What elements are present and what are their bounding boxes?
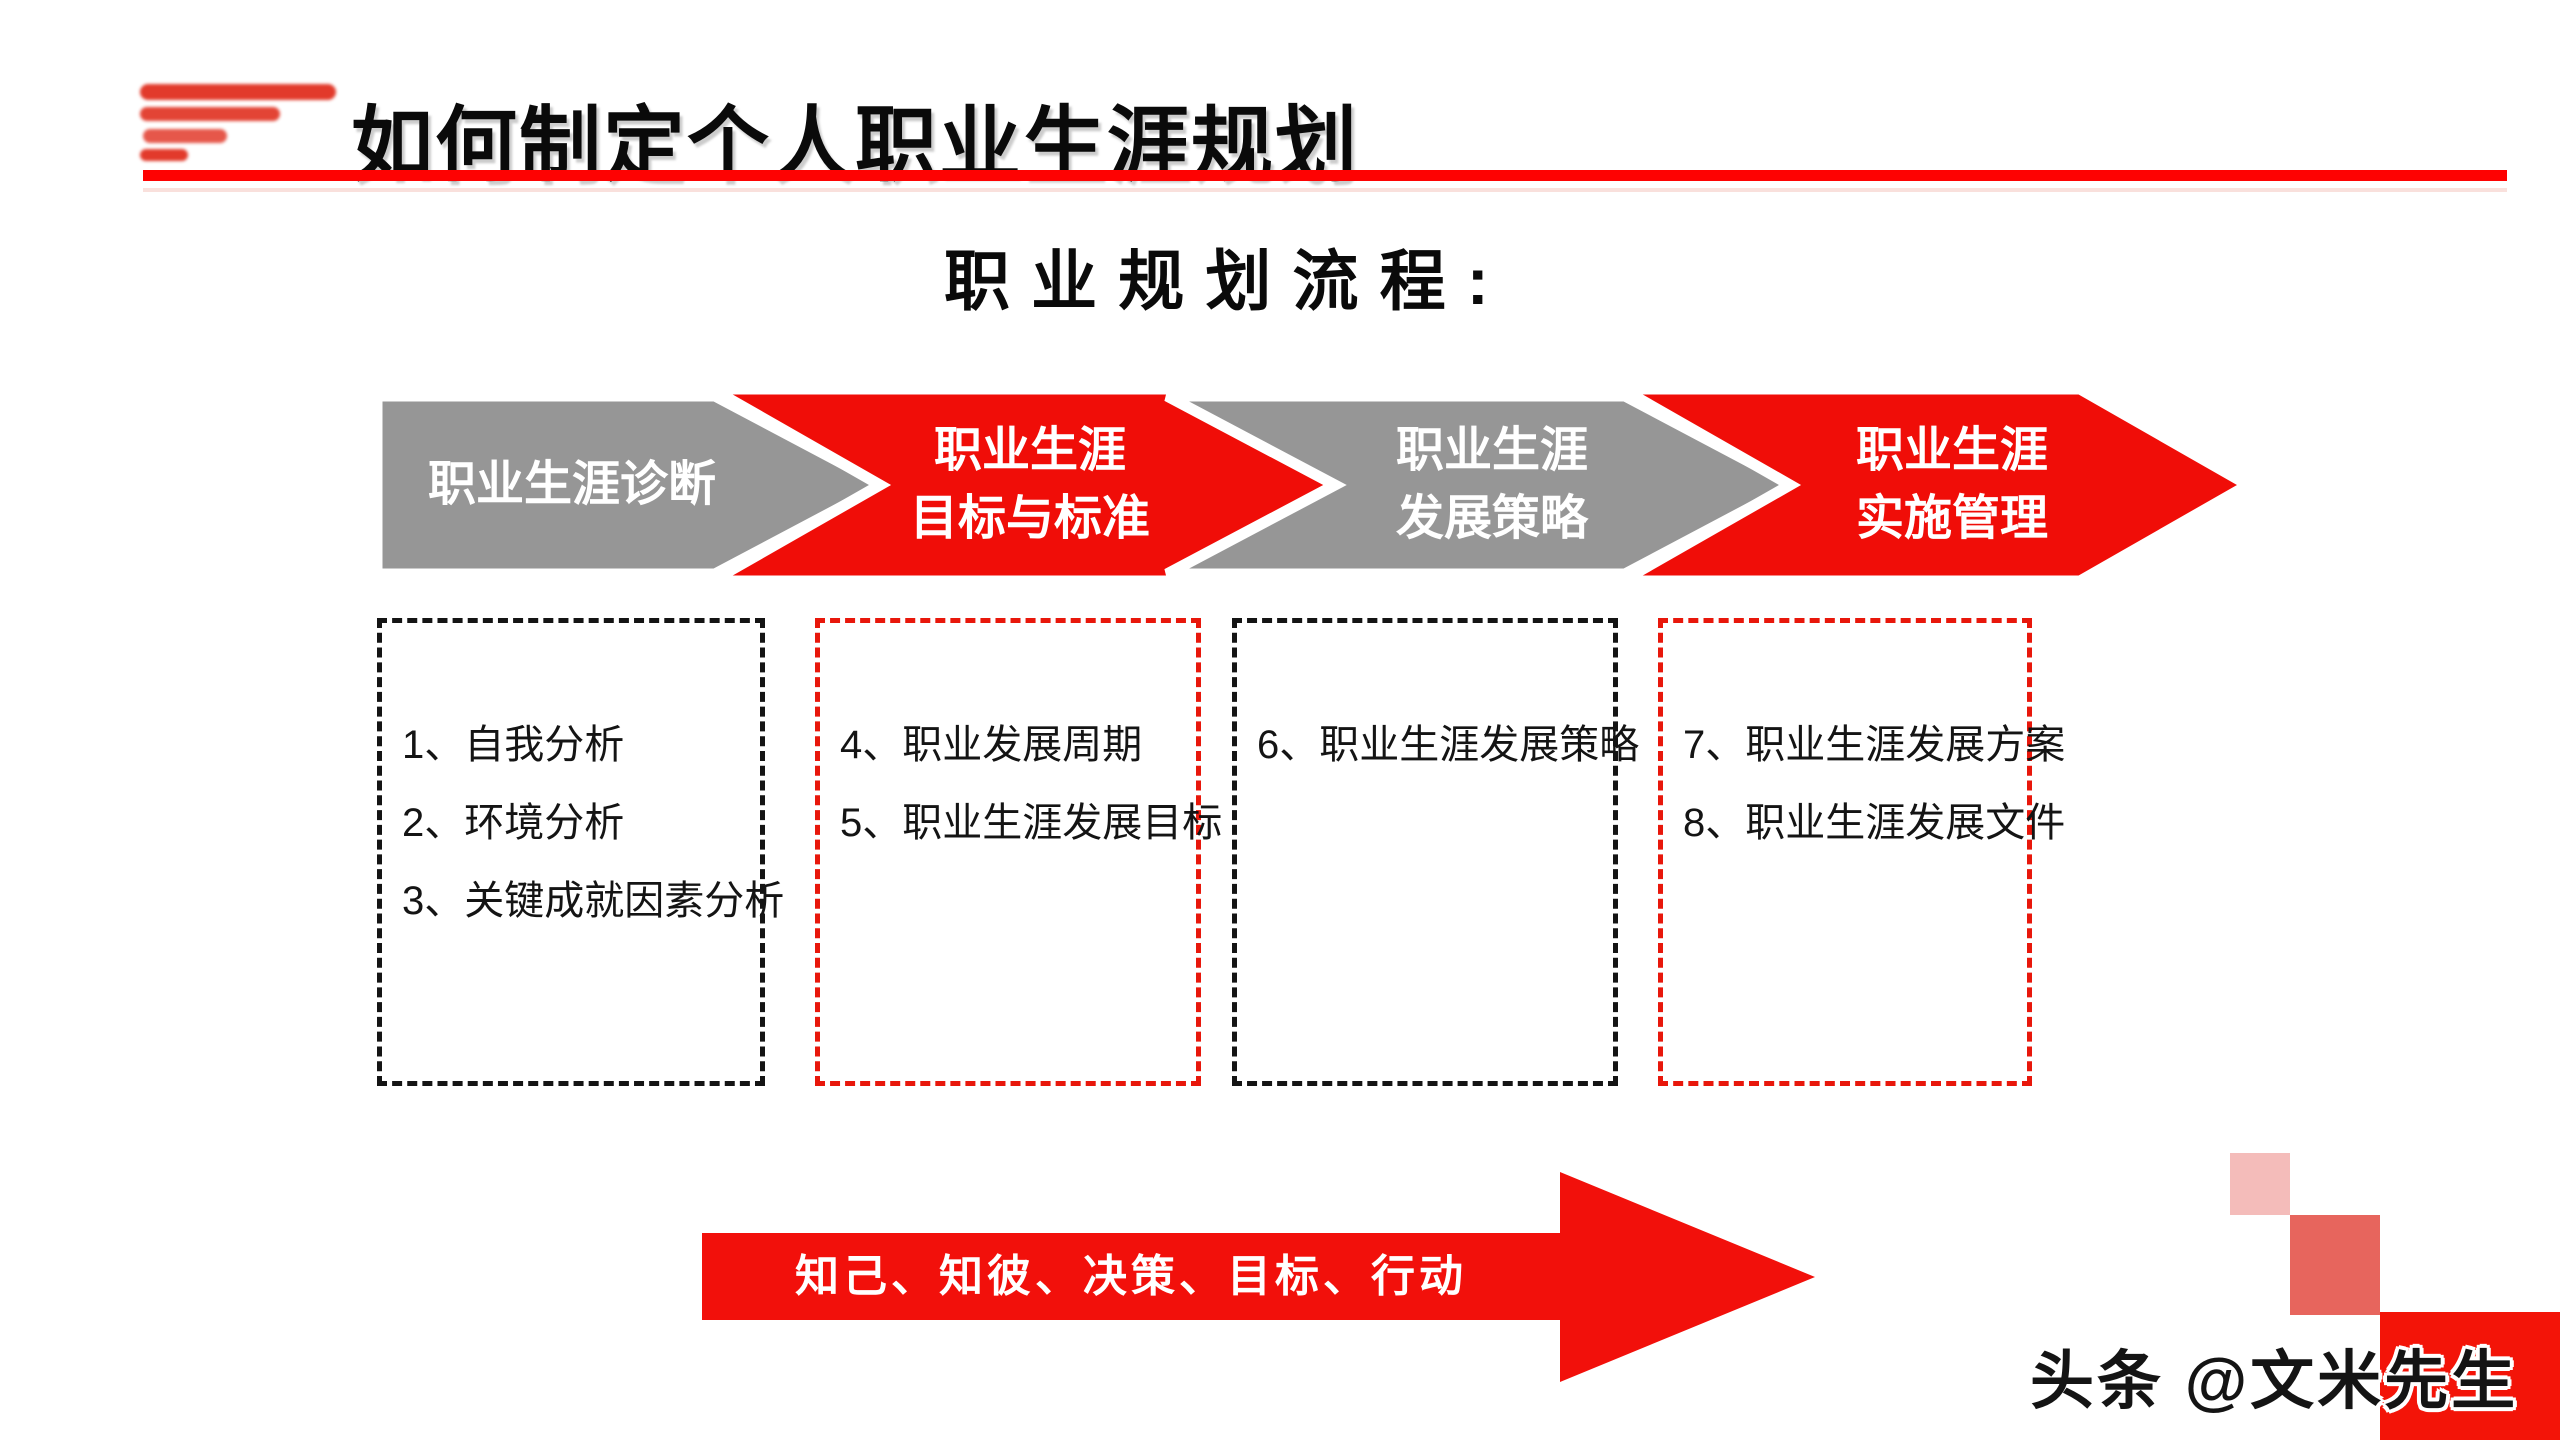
chevron-step-4 <box>1601 383 2260 587</box>
detail-box-item: 5、职业生涯发展目标 <box>840 801 1223 845</box>
label-line: 职业生涯 <box>1855 424 2048 477</box>
label-line: 职业生涯 <box>1395 424 1588 477</box>
detail-box-2: 4、职业发展周期 5、职业生涯发展目标 <box>815 618 1223 1086</box>
section-subtitle: 职业规划流程: <box>944 244 1510 318</box>
detail-box-1: 1、自我分析 2、环境分析 3、关键成就因素分析 <box>377 618 785 1086</box>
detail-box-4: 7、职业生涯发展方案 8、职业生涯发展文件 <box>1658 618 2066 1086</box>
detail-box-item: 3、关键成就因素分析 <box>402 879 785 923</box>
logo-bar-icon <box>140 149 188 161</box>
watermark-text: 头条 @文米先生 <box>2030 1345 2519 1417</box>
logo-bar-icon <box>143 129 227 143</box>
label-line: 实施管理 <box>1855 492 2048 545</box>
detail-box-item: 1、自我分析 <box>402 723 625 767</box>
chevron-label-3: 职业生涯 发展策略 <box>1282 417 1702 553</box>
label-line: 目标与标准 <box>909 492 1150 545</box>
chevron-label-2: 职业生涯 目标与标准 <box>820 417 1240 553</box>
title-underline-faint <box>143 188 2507 192</box>
logo-bar-icon <box>140 107 280 121</box>
detail-box-3: 6、职业生涯发展策略 <box>1232 618 1640 1086</box>
detail-box-item: 6、职业生涯发展策略 <box>1257 723 1640 767</box>
detail-box-item: 4、职业发展周期 <box>840 723 1143 767</box>
detail-box-item: 7、职业生涯发展方案 <box>1683 723 2066 767</box>
label-line: 职业生涯诊断 <box>427 458 716 511</box>
label-line: 职业生涯 <box>933 424 1126 477</box>
logo-bar-icon <box>140 84 336 100</box>
chevron-step-2 <box>691 383 1350 587</box>
detail-box-item: 2、环境分析 <box>402 801 625 845</box>
label-line: 发展策略 <box>1395 492 1588 545</box>
watermark-square-small <box>2230 1153 2290 1215</box>
detail-box-item: 8、职业生涯发展文件 <box>1683 801 2066 845</box>
chevron-label-4: 职业生涯 实施管理 <box>1742 417 2162 553</box>
summary-arrow-shape <box>702 1172 1815 1382</box>
title-underline <box>143 170 2507 181</box>
chevron-label-1: 职业生涯诊断 <box>362 453 782 517</box>
summary-arrow-label: 知己、知彼、决策、目标、行动 <box>795 1252 1467 1301</box>
watermark-square-medium <box>2290 1215 2380 1315</box>
watermark-square-large <box>2380 1312 2560 1440</box>
